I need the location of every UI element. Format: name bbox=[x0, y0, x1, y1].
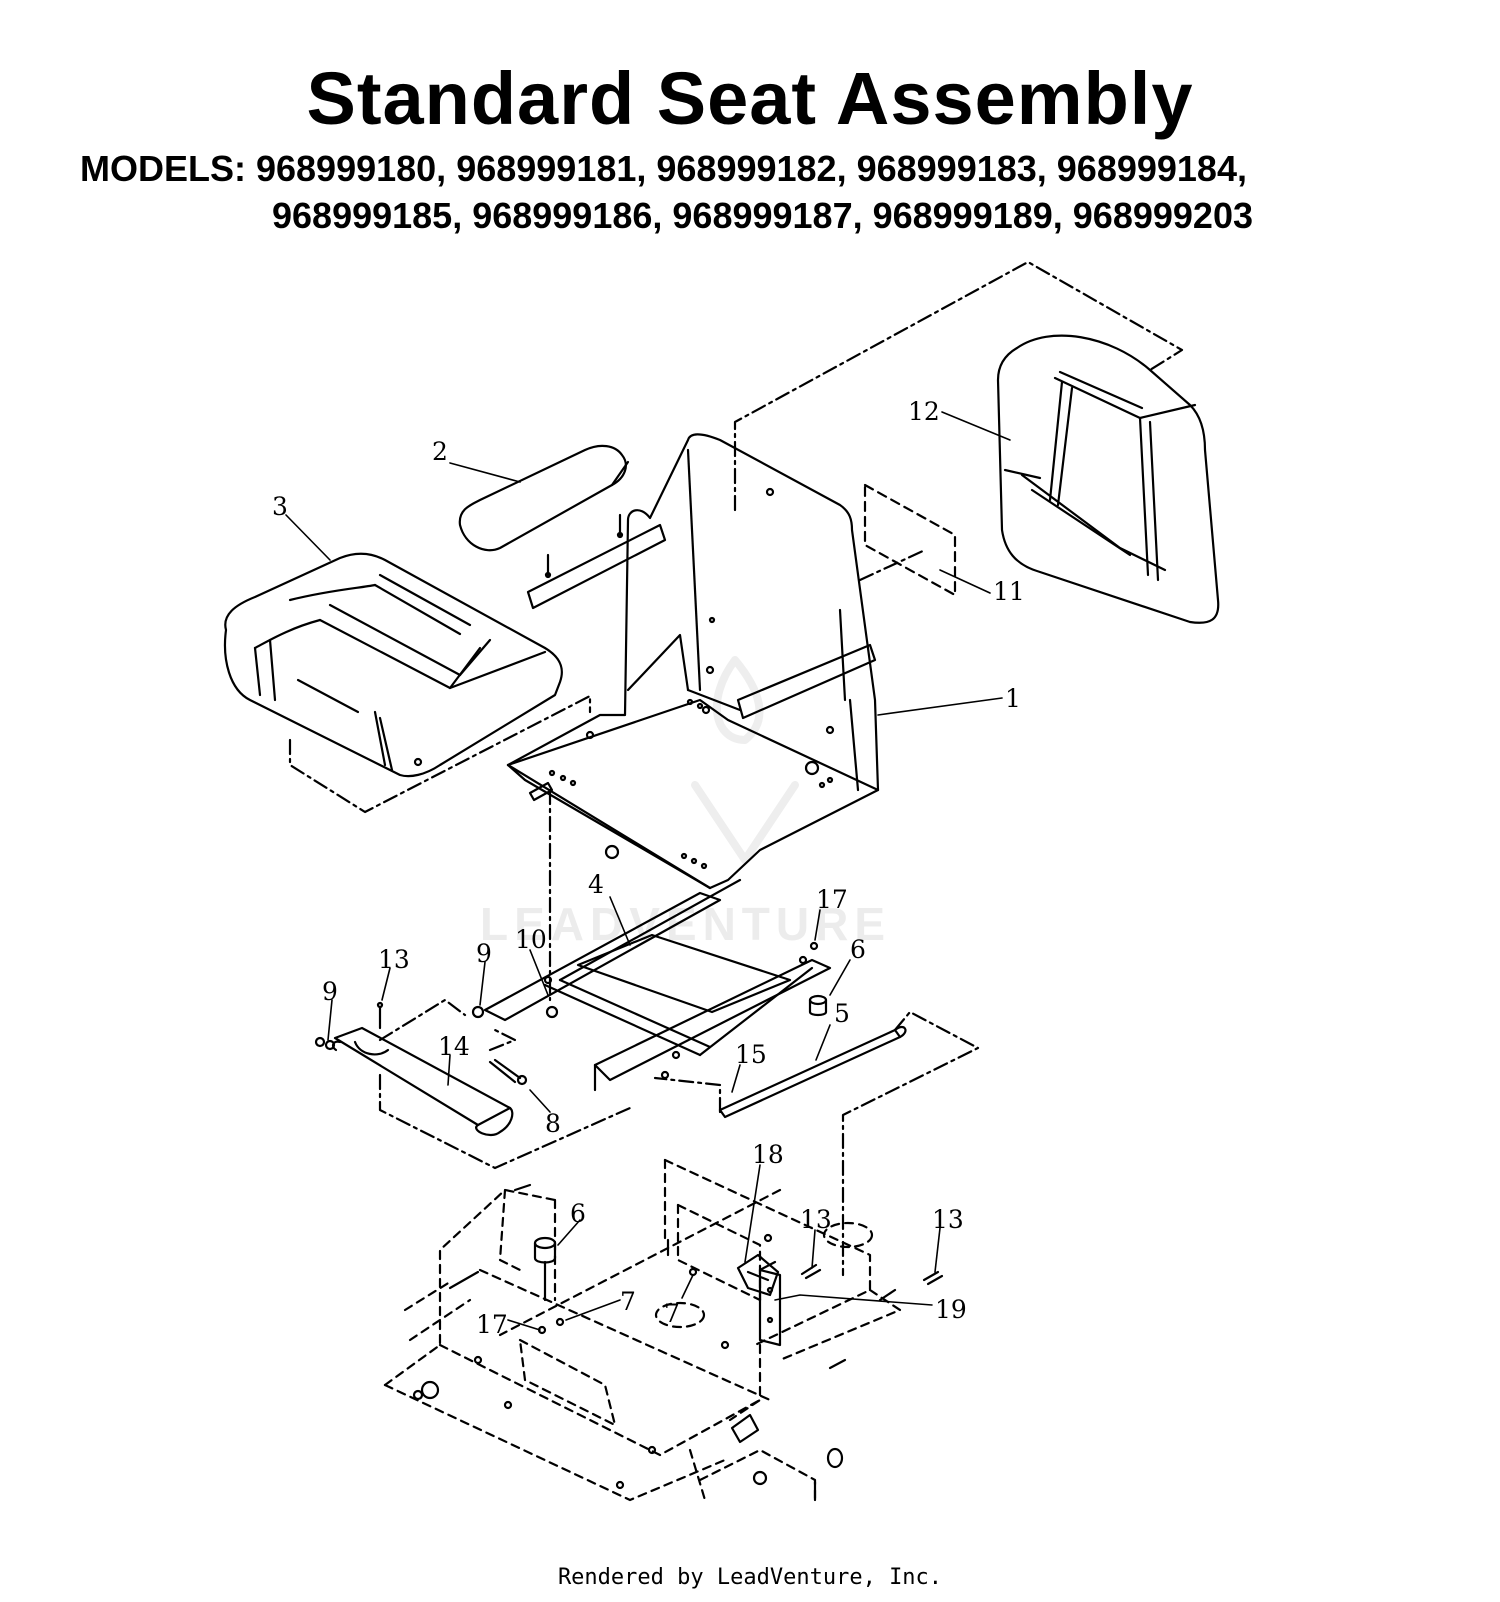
callout-13-upper: 13 bbox=[378, 945, 410, 974]
armrest-pad bbox=[458, 444, 630, 579]
guide-line-rod bbox=[653, 1076, 722, 1114]
callout-14: 14 bbox=[438, 1032, 470, 1061]
nut-part-9-right bbox=[471, 1005, 485, 1019]
tractor-frame-details bbox=[412, 1183, 847, 1502]
callout-9-left: 9 bbox=[322, 977, 338, 1006]
callout-7-right: 7 bbox=[664, 1299, 680, 1328]
callout-1: 1 bbox=[1005, 684, 1021, 713]
callout-8: 8 bbox=[545, 1109, 561, 1138]
callout-13-right: 13 bbox=[932, 1205, 964, 1234]
seat-assembly-diagram: 1 2 3 4 5 6 6 7 7 8 9 9 10 11 12 13 13 1… bbox=[223, 260, 1220, 1502]
callout-13-middle: 13 bbox=[800, 1205, 832, 1234]
screw-part-17-upper bbox=[809, 941, 819, 951]
callout-10: 10 bbox=[515, 925, 547, 954]
callout-11: 11 bbox=[993, 577, 1025, 606]
guide-line-latch-2 bbox=[378, 998, 467, 1042]
watermark-logo bbox=[691, 656, 799, 864]
callout-2: 2 bbox=[432, 437, 448, 466]
bolt-part-13-lower bbox=[800, 1263, 944, 1302]
footer-credit: Rendered by LeadVenture, Inc. bbox=[557, 1565, 943, 1590]
bumper-part-6-upper bbox=[808, 994, 828, 1017]
callout-7-left: 7 bbox=[620, 1287, 636, 1316]
plate-part-11 bbox=[863, 483, 957, 597]
models-line-1: MODELS: 968999180, 968999181, 968999182,… bbox=[80, 148, 1247, 189]
bracket-part-19 bbox=[758, 1260, 782, 1347]
guide-line-plate bbox=[858, 548, 927, 582]
models-line-2: 968999185, 968999186, 968999187, 9689991… bbox=[272, 194, 1253, 236]
callout-17-lower: 17 bbox=[476, 1310, 508, 1339]
callout-3: 3 bbox=[272, 492, 288, 521]
latch-plate-part-14 bbox=[314, 1026, 514, 1137]
callout-6-upper: 6 bbox=[850, 935, 866, 964]
guide-line-seat-back bbox=[733, 260, 1184, 512]
seat-back-cushion bbox=[996, 334, 1220, 624]
guide-line-rod-right bbox=[841, 1010, 980, 1277]
seat-cushion bbox=[223, 552, 563, 778]
callout-6-lower: 6 bbox=[570, 1199, 586, 1228]
screw-part-13-upper bbox=[376, 1001, 384, 1030]
screws-lower bbox=[537, 1233, 773, 1350]
bumper-part-6-lower bbox=[533, 1236, 557, 1302]
callout-18: 18 bbox=[752, 1140, 784, 1169]
guide-line-cushion bbox=[288, 694, 592, 814]
callout-9-right: 9 bbox=[476, 939, 492, 968]
callout-5: 5 bbox=[834, 999, 850, 1028]
bolt-part-8 bbox=[488, 1058, 528, 1086]
seat-slide-frame bbox=[483, 878, 832, 1092]
callout-19: 19 bbox=[935, 1295, 967, 1324]
latch-part-18 bbox=[736, 1253, 780, 1297]
leader-lines bbox=[285, 411, 1011, 1331]
models-list: MODELS: 968999180, 968999181, 968999182,… bbox=[80, 146, 1460, 240]
callout-15: 15 bbox=[735, 1040, 767, 1069]
callout-4: 4 bbox=[588, 870, 604, 899]
page-title: Standard Seat Assembly bbox=[306, 57, 1194, 140]
seat-pan-frame bbox=[506, 433, 880, 890]
guide-line-slide bbox=[488, 1028, 517, 1052]
callout-12: 12 bbox=[908, 397, 940, 426]
guide-line-latch bbox=[378, 1073, 632, 1170]
callout-17-upper: 17 bbox=[816, 885, 848, 914]
